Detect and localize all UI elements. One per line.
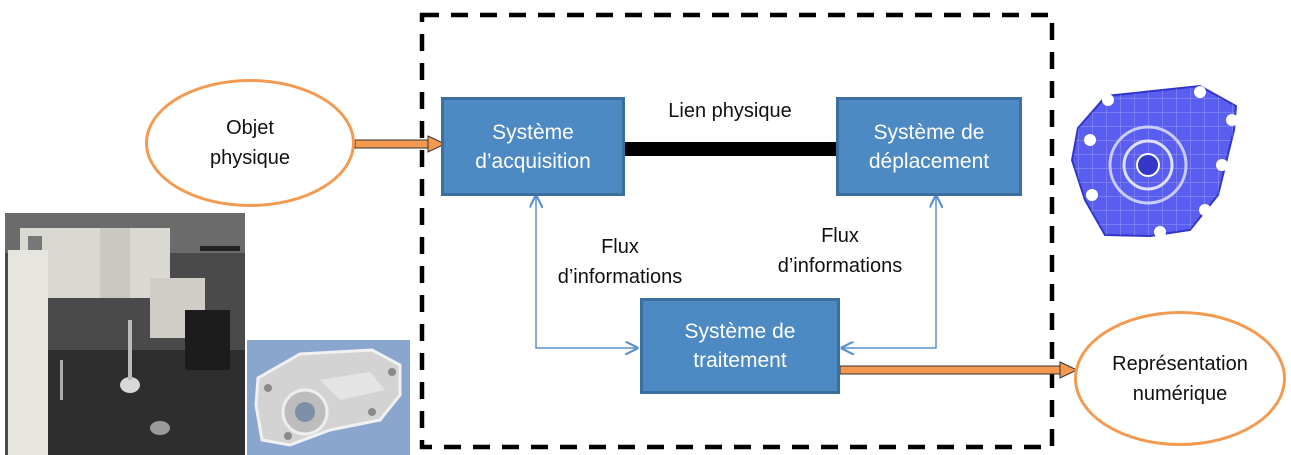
system-boundary — [419, 12, 1055, 450]
flux-right-line1: Flux — [821, 225, 859, 247]
output-representation-ellipse: Représentation numérique — [1074, 311, 1286, 446]
output-line1: Représentation — [1112, 352, 1248, 375]
output-line2: numérique — [1132, 382, 1228, 405]
acquisition-line1: Système — [492, 120, 574, 144]
acquisition-system-box: Système d’acquisition — [441, 97, 625, 196]
info-flow-right — [842, 196, 936, 348]
acquisition-line2: d’acquisition — [475, 149, 591, 173]
physical-link-label: Lien physique — [668, 100, 792, 122]
input-object-ellipse: Objet physique — [145, 79, 355, 207]
output-arrow — [839, 361, 1079, 379]
blue-digital-model — [1070, 84, 1238, 238]
displacement-system-box: Système de déplacement — [836, 97, 1022, 196]
flux-left-line2: d’informations — [557, 266, 683, 288]
input-object-line1: Objet — [226, 117, 274, 139]
info-flow-left-label: Flux d’informations — [520, 232, 720, 292]
traitement-line2: traitement — [693, 349, 787, 372]
traitement-line1: Système de — [684, 320, 796, 343]
info-flow-right-label: Flux d’informations — [745, 221, 935, 281]
deplacement-line1: Système de — [873, 120, 985, 144]
physical-link-bar — [624, 142, 836, 156]
input-arrow — [354, 135, 447, 153]
deplacement-line2: déplacement — [868, 149, 990, 173]
flux-right-line2: d’informations — [777, 255, 903, 277]
processing-system-box: Système de traitement — [640, 298, 840, 394]
cmm-machine-photo — [5, 213, 245, 455]
flux-left-line1: Flux — [601, 236, 639, 258]
metal-part-photo — [247, 340, 410, 455]
input-object-line2: physique — [209, 147, 291, 169]
info-flow-left — [536, 196, 637, 348]
